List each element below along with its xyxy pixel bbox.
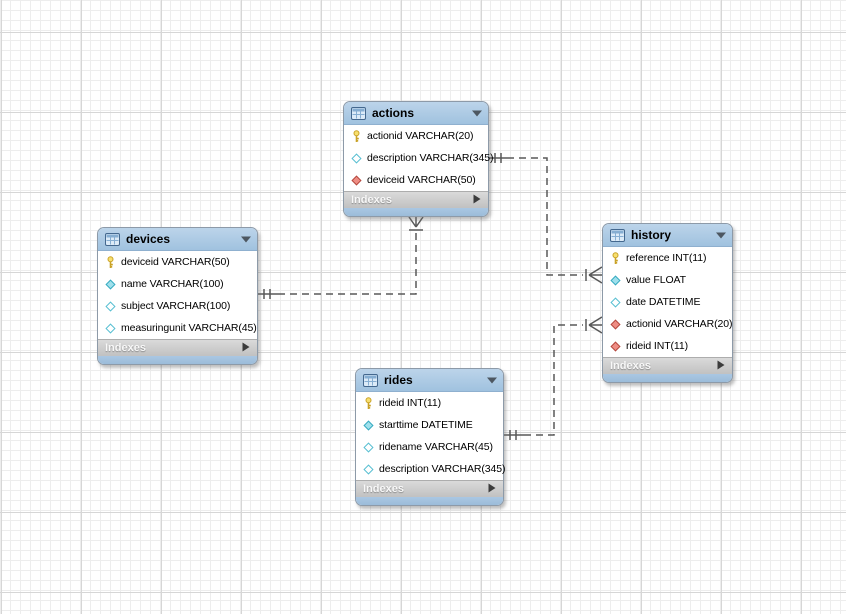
connector-actions-history[interactable] [489, 153, 603, 284]
column-row[interactable]: actionid VARCHAR(20) [344, 125, 488, 147]
column-row[interactable]: ridename VARCHAR(45) [356, 436, 503, 458]
indexes-label: Indexes [363, 483, 404, 495]
column-row[interactable]: rideid INT(11) [356, 392, 503, 414]
column-not-null-icon [105, 278, 116, 290]
column-label: rideid INT(11) [626, 340, 689, 352]
column-label: subject VARCHAR(100) [121, 300, 231, 312]
collapse-arrow-icon[interactable] [487, 371, 497, 389]
column-row[interactable]: actionid VARCHAR(20) [603, 313, 732, 335]
table-header[interactable]: history [603, 224, 732, 247]
table-title: history [631, 228, 672, 242]
column-label: ridename VARCHAR(45) [379, 441, 493, 453]
indexes-bar[interactable]: Indexes [603, 357, 732, 374]
table-title: devices [126, 232, 171, 246]
column-nullable-icon [610, 296, 621, 308]
expand-arrow-icon[interactable] [242, 339, 250, 357]
one-mandatory-marker [494, 153, 502, 163]
foreign-key-icon [610, 318, 621, 330]
table-node-devices[interactable]: devices deviceid VARCHAR(50) name VARCHA… [97, 227, 258, 365]
foreign-key-icon [610, 340, 621, 352]
column-row[interactable]: rideid INT(11) [603, 335, 732, 357]
table-icon [610, 228, 625, 242]
primary-key-icon [105, 255, 116, 269]
column-row[interactable]: name VARCHAR(100) [98, 273, 257, 295]
column-label: deviceid VARCHAR(50) [121, 256, 230, 268]
table-icon [363, 373, 378, 387]
column-label: reference INT(11) [626, 252, 707, 264]
one-mandatory-marker [509, 430, 517, 440]
primary-key-icon [351, 129, 362, 143]
primary-key-icon [610, 251, 621, 265]
column-nullable-icon [105, 322, 116, 334]
column-label: rideid INT(11) [379, 397, 442, 409]
connector-devices-actions[interactable] [258, 216, 424, 299]
table-node-rides[interactable]: rides rideid INT(11) starttime DATETIME … [355, 368, 506, 506]
column-row[interactable]: date DATETIME [603, 291, 732, 313]
column-label: measuringunit VARCHAR(45) [121, 322, 257, 334]
indexes-bar[interactable]: Indexes [344, 191, 488, 208]
one-mandatory-marker [263, 289, 271, 299]
column-not-null-icon [610, 274, 621, 286]
column-row[interactable]: deviceid VARCHAR(50) [344, 169, 488, 191]
collapse-arrow-icon[interactable] [241, 230, 251, 248]
column-label: description VARCHAR(345) [367, 152, 494, 164]
column-label: name VARCHAR(100) [121, 278, 224, 290]
column-label: starttime DATETIME [379, 419, 473, 431]
column-row[interactable]: measuringunit VARCHAR(45) [98, 317, 257, 339]
table-footer-strip [356, 497, 503, 505]
column-row[interactable]: deviceid VARCHAR(50) [98, 251, 257, 273]
column-row[interactable]: value FLOAT [603, 269, 732, 291]
column-row[interactable]: starttime DATETIME [356, 414, 503, 436]
column-nullable-icon [351, 152, 362, 164]
column-row[interactable]: reference INT(11) [603, 247, 732, 269]
crow-foot-marker [408, 216, 424, 228]
expand-arrow-icon[interactable] [473, 191, 481, 209]
column-nullable-icon [105, 300, 116, 312]
column-nullable-icon [363, 441, 374, 453]
column-row[interactable]: description VARCHAR(345) [356, 458, 506, 480]
column-not-null-icon [363, 419, 374, 431]
table-icon [351, 106, 366, 120]
column-label: actionid VARCHAR(20) [626, 318, 733, 330]
indexes-bar[interactable]: Indexes [356, 480, 503, 497]
indexes-bar[interactable]: Indexes [98, 339, 257, 356]
foreign-key-icon [351, 174, 362, 186]
indexes-label: Indexes [105, 342, 146, 354]
table-header[interactable]: devices [98, 228, 257, 251]
table-header[interactable]: rides [356, 369, 503, 392]
table-title: rides [384, 373, 413, 387]
table-footer-strip [98, 356, 257, 364]
column-label: date DATETIME [626, 296, 701, 308]
collapse-arrow-icon[interactable] [472, 104, 482, 122]
crow-foot-marker [588, 266, 603, 284]
column-row[interactable]: description VARCHAR(345) [344, 147, 493, 169]
column-label: description VARCHAR(345) [379, 463, 506, 475]
table-title: actions [372, 106, 415, 120]
indexes-label: Indexes [351, 194, 392, 206]
table-node-actions[interactable]: actions actionid VARCHAR(20) description… [343, 101, 493, 217]
table-footer-strip [344, 208, 488, 216]
expand-arrow-icon[interactable] [488, 480, 496, 498]
primary-key-icon [363, 396, 374, 410]
column-nullable-icon [363, 463, 374, 475]
indexes-label: Indexes [610, 360, 651, 372]
column-row[interactable]: subject VARCHAR(100) [98, 295, 257, 317]
column-label: actionid VARCHAR(20) [367, 130, 474, 142]
table-header[interactable]: actions [344, 102, 488, 125]
column-label: value FLOAT [626, 274, 686, 286]
crow-foot-marker [588, 316, 603, 334]
expand-arrow-icon[interactable] [717, 357, 725, 375]
collapse-arrow-icon[interactable] [716, 226, 726, 244]
table-footer-strip [603, 374, 732, 382]
table-node-history[interactable]: history reference INT(11) value FLOAT da… [602, 223, 733, 383]
column-label: deviceid VARCHAR(50) [367, 174, 476, 186]
table-icon [105, 232, 120, 246]
connector-rides-history[interactable] [504, 316, 603, 440]
